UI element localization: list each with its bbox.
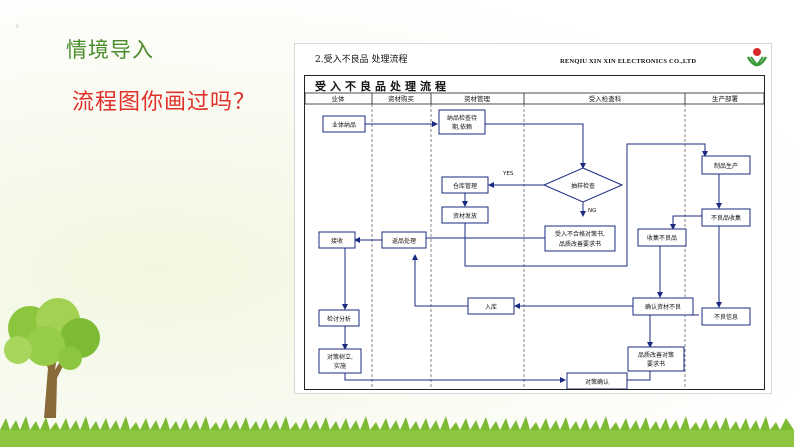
svg-text:要求书: 要求书 — [647, 360, 665, 368]
flowchart-diagram: 业体 资材购买 资材管理 受入检查科 生产部署 — [305, 92, 764, 389]
lane-inspection: 受入检查科 — [589, 94, 622, 103]
svg-text:受入不合格对策书,: 受入不合格对策书, — [555, 230, 605, 238]
company-name: RENQIU XIN XIN ELECTRONICS CO.,LTD — [560, 58, 697, 65]
svg-text:资材发放: 资材发放 — [453, 212, 477, 220]
sampling-decision — [542, 167, 624, 203]
svg-text:对策确认: 对策确认 — [585, 378, 609, 386]
slide-heading: 情境导入 — [66, 38, 154, 62]
svg-text:品质改善要求书: 品质改善要求书 — [559, 240, 601, 248]
svg-text:检讨分析: 检讨分析 — [327, 315, 351, 323]
corner-mark: ii — [16, 24, 19, 30]
ng-label: NG — [588, 208, 596, 214]
flowchart-document: 2.受入不良品 处理流程 RENQIU XIN XIN ELECTRONICS … — [294, 43, 772, 394]
yes-label: YES — [502, 171, 514, 177]
svg-text:实施: 实施 — [334, 362, 346, 370]
document-title: 2.受入不良品 处理流程 — [315, 55, 408, 65]
confirm-defect-box — [632, 297, 694, 316]
lane-material-mgmt: 资材管理 — [464, 94, 491, 103]
svg-text:收集不良品: 收集不良品 — [647, 234, 677, 242]
defect-info-box — [701, 307, 751, 326]
countermeasure-box — [318, 348, 362, 374]
lane-purchasing: 资材购买 — [388, 94, 415, 103]
flowchart-title: 受入不良品处理流程 — [315, 80, 450, 93]
lane-header-row — [305, 92, 764, 105]
svg-text:确认资材不良: 确认资材不良 — [645, 303, 681, 311]
lane-vendor: 业体 — [332, 94, 346, 103]
svg-text:仓库管理: 仓库管理 — [453, 182, 477, 190]
production-box — [701, 155, 751, 175]
measure-confirm-box — [566, 372, 628, 389]
svg-text:入库: 入库 — [485, 303, 497, 311]
review-analysis-box — [318, 309, 360, 327]
warehouse-box — [441, 176, 489, 194]
lane-production: 生产部署 — [712, 94, 739, 103]
svg-text:返品处理: 返品处理 — [392, 237, 416, 245]
slide-question: 流程图你画过吗？ — [72, 90, 257, 115]
defect-collect-box — [701, 208, 751, 227]
inspection-wait-box — [438, 109, 486, 135]
collect-defect-box — [637, 228, 687, 247]
svg-text:不良品收集: 不良品收集 — [711, 214, 741, 222]
company-logo-icon — [746, 48, 768, 67]
flowchart-area: 受入不良品处理流程 业体 资材购买 资材管理 受入检查科 生产部署 — [304, 75, 765, 390]
receive-box — [318, 231, 356, 249]
svg-text:品质改善对策: 品质改善对策 — [638, 351, 674, 359]
svg-text:纳品检查待: 纳品检查待 — [447, 114, 477, 122]
reject-notice-box — [544, 225, 616, 252]
svg-text:对策树立,: 对策树立, — [327, 353, 353, 361]
svg-text:期,依赖: 期,依赖 — [452, 123, 472, 131]
svg-text:制品生产: 制品生产 — [714, 162, 738, 170]
document-header: 2.受入不良品 处理流程 RENQIU XIN XIN ELECTRONICS … — [295, 44, 771, 74]
svg-text:不良信息: 不良信息 — [714, 313, 738, 321]
vendor-delivery-box — [322, 115, 366, 133]
into-stock-box — [467, 297, 515, 315]
material-issue-box — [441, 206, 489, 224]
return-box — [381, 231, 427, 249]
svg-text:业体纳品: 业体纳品 — [332, 121, 356, 129]
grass-border — [0, 416, 794, 447]
improvement-request-box — [627, 346, 685, 372]
svg-text:抽样检查: 抽样检查 — [571, 182, 595, 190]
svg-text:接收: 接收 — [331, 237, 343, 245]
tree-illustration — [4, 298, 100, 418]
